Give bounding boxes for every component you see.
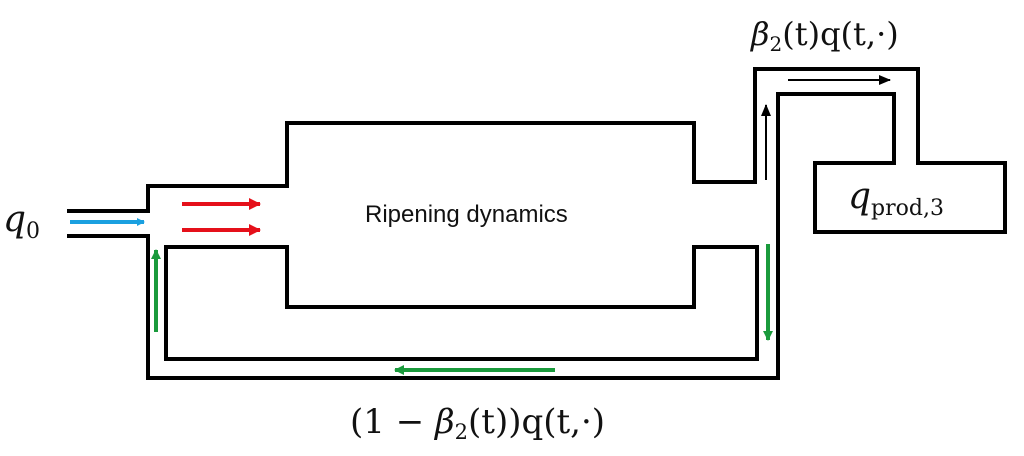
recycle-flow-rest: (t))q(t,·) — [468, 402, 605, 442]
product-flow-rest: (t)q(t,·) — [782, 15, 898, 53]
product-flow-label: β2(t)q(t,·) — [750, 15, 899, 56]
inlet-label-symbol: q — [3, 199, 26, 240]
inlet-label: q0 — [3, 199, 40, 244]
product-flow-beta-subscript: 2 — [770, 32, 783, 56]
inner-pipe-loop-wall — [164, 245, 759, 361]
product-tank-label: qprod,3 — [848, 176, 944, 221]
recycle-flow-beta-subscript: 2 — [455, 420, 468, 444]
product-flow-beta: β — [750, 15, 770, 53]
recycle-flow-beta: β — [433, 402, 455, 442]
inlet-label-subscript: 0 — [26, 219, 40, 244]
product-tank-subscript: prod,3 — [871, 196, 944, 221]
recycle-flow-label: (1 − β2(t))q(t,·) — [350, 402, 605, 444]
product-tank-symbol: q — [848, 176, 871, 217]
outer-pipe-upper-wall — [67, 67, 1007, 380]
reactor-label: Ripening dynamics — [365, 201, 568, 228]
recycle-flow-open: (1 − — [350, 402, 435, 442]
